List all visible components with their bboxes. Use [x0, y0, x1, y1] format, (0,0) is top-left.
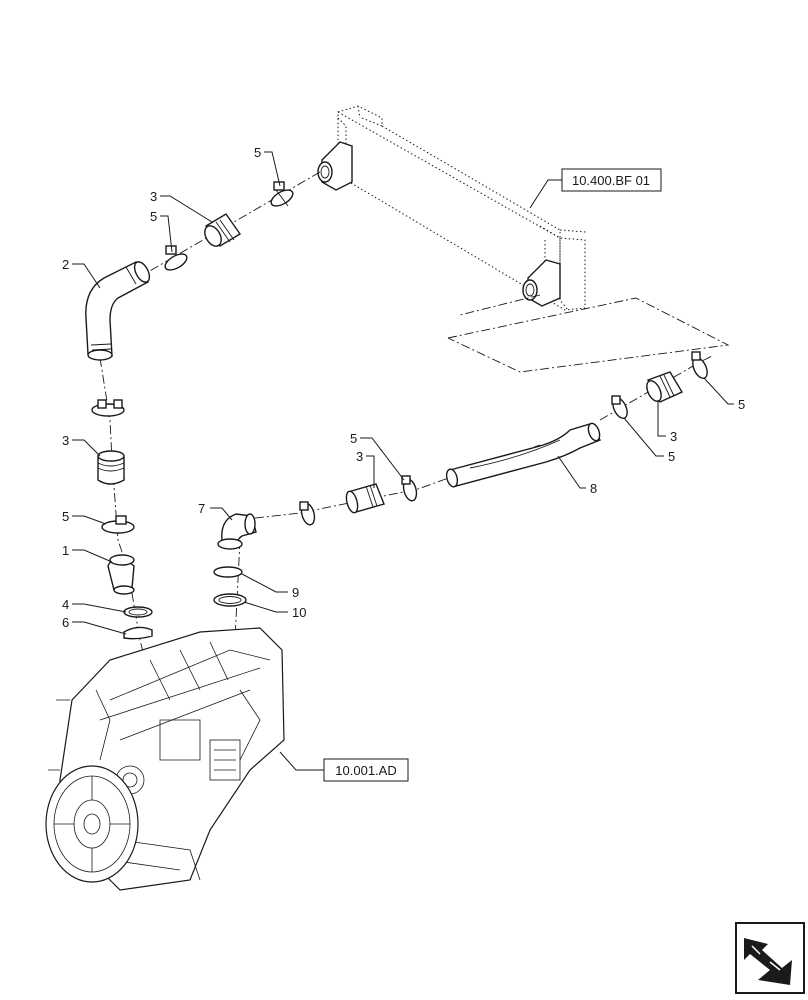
part-3-coupler-upper [204, 213, 242, 247]
part-5-clamp-right-1 [611, 395, 628, 419]
callout-3-middle: 3 [356, 449, 363, 464]
engine-reference[interactable]: 10.001.AD [279, 751, 409, 782]
callout-3-upper: 3 [150, 189, 157, 204]
callout-4: 4 [62, 597, 69, 612]
part-3-coupler-middle [345, 483, 385, 514]
callout-5-top: 5 [254, 145, 261, 160]
navigation-arrow-icon[interactable] [735, 922, 805, 994]
callout-6: 6 [62, 615, 69, 630]
callout-9: 9 [292, 585, 299, 600]
part-6-clamp [123, 626, 153, 640]
callout-5-right-upper: 5 [738, 397, 745, 412]
part-7-elbow [217, 513, 257, 550]
part-2-elbow-tube [85, 261, 151, 361]
part-10-clamp-ring [213, 593, 247, 607]
callout-5-right-lower: 5 [668, 449, 675, 464]
part-5-clamp-left-bottom [101, 515, 135, 534]
callout-5-upper-left: 5 [150, 209, 157, 224]
part-5-clamp-top [270, 181, 294, 207]
intercooler [317, 105, 587, 311]
part-5-clamp-left-top [91, 399, 125, 417]
intercooler-inlet-bottom [522, 259, 561, 307]
callout-10: 10 [292, 605, 306, 620]
engine-reference-label: 10.001.AD [335, 763, 396, 778]
intercooler-reference-label: 10.400.BF 01 [572, 173, 650, 188]
intercooler-outlet-top [317, 141, 353, 191]
part-1-lower-tube [107, 554, 135, 595]
callout-5-middle: 5 [350, 431, 357, 446]
part-8-long-tube [445, 422, 602, 488]
callout-5-left: 5 [62, 509, 69, 524]
part-3-coupler-left [97, 450, 125, 485]
part-5-clamp-right-2 [691, 351, 708, 379]
part-5-clamp-center [299, 501, 316, 526]
callout-2: 2 [62, 257, 69, 272]
part-3-coupler-right [646, 371, 684, 403]
callout-7: 7 [198, 501, 205, 516]
part-9-oring [213, 566, 243, 578]
flywheel [45, 765, 139, 883]
intercooler-reference[interactable]: 10.400.BF 01 [529, 168, 662, 209]
callouts: 5 3 5 2 3 5 1 4 6 7 9 10 5 [62, 145, 745, 635]
engine [45, 627, 285, 891]
part-5-clamp-middle [401, 475, 418, 502]
callout-1: 1 [62, 543, 69, 558]
callout-3-left: 3 [62, 433, 69, 448]
part-4-gasket [123, 606, 153, 618]
callout-3-right: 3 [670, 429, 677, 444]
callout-8: 8 [590, 481, 597, 496]
